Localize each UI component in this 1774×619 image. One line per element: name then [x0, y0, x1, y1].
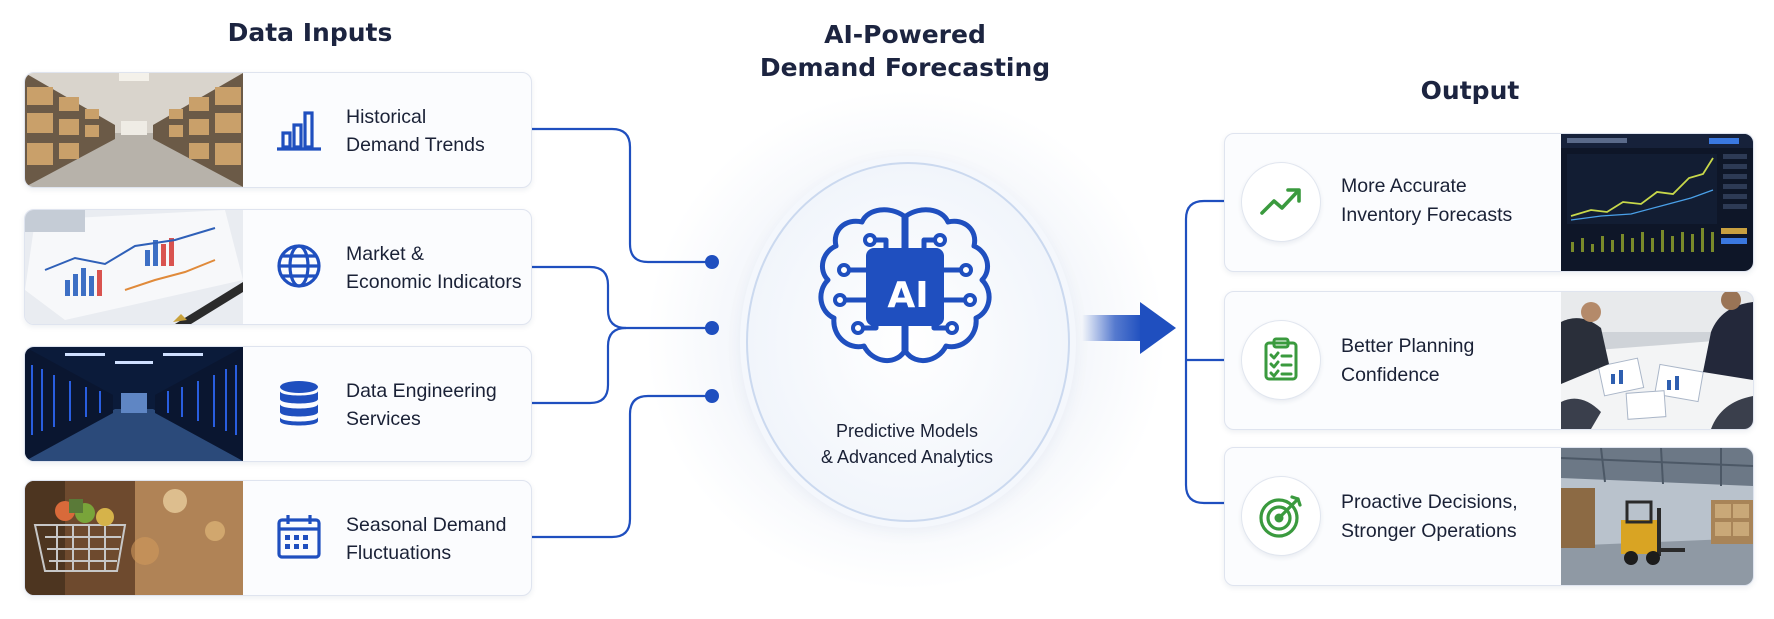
brain-circuit-icon	[818, 207, 992, 363]
input-label-market-indicators: Market & Economic Indicators	[346, 240, 531, 296]
warehouse-forklift-photo	[1561, 448, 1753, 585]
output-label-line1: Better Planning	[1341, 335, 1475, 357]
input-label-seasonal-demand: Seasonal Demand Fluctuations	[346, 511, 526, 567]
output-icon-circle	[1241, 162, 1321, 242]
forecast-dashboard-photo	[1561, 134, 1753, 271]
warehouse-aisle-photo	[25, 73, 243, 187]
input-card-data-engineering: Data Engineering Services	[24, 346, 532, 462]
business-meeting-photo	[1561, 292, 1753, 429]
center-caption: Predictive Models & Advanced Analytics	[776, 418, 1038, 470]
output-label-accurate-forecasts: More Accurate Inventory Forecasts	[1341, 172, 1541, 230]
input-card-market-indicators: Market & Economic Indicators	[24, 209, 532, 325]
center-caption-line1: Predictive Models	[835, 421, 979, 441]
output-card-planning-confidence: Better Planning Confidence	[1224, 291, 1754, 430]
data-inputs-heading: Data Inputs	[227, 18, 393, 47]
target-icon	[1259, 495, 1302, 538]
output-icon-circle	[1241, 476, 1321, 556]
input-label-data-engineering: Data Engineering Services	[346, 377, 526, 433]
input-card-seasonal-demand: Seasonal Demand Fluctuations	[24, 480, 532, 596]
connector-dot-1	[705, 255, 719, 269]
connector-line-3	[530, 326, 627, 405]
shopping-cart-photo	[25, 481, 243, 595]
input-label-line2: Services	[346, 408, 421, 430]
input-label-line1: Market &	[346, 243, 425, 265]
input-label-line2: Demand Trends	[346, 134, 485, 156]
connector-line-4	[530, 394, 712, 539]
connector-dot-2	[705, 321, 719, 335]
input-card-historical-demand: Historical Demand Trends	[24, 72, 532, 188]
trend-up-icon	[1260, 188, 1301, 215]
center-caption-line2: & Advanced Analytics	[820, 447, 994, 467]
output-label-line2: Inventory Forecasts	[1341, 204, 1513, 226]
input-label-line2: Economic Indicators	[346, 271, 522, 293]
output-card-accurate-forecasts: More Accurate Inventory Forecasts	[1224, 133, 1754, 272]
connector-line-1	[530, 127, 712, 264]
calendar-icon	[277, 515, 321, 559]
output-heading: Output	[1420, 76, 1520, 105]
input-label-historical-demand: Historical Demand Trends	[346, 103, 526, 159]
input-label-line2: Fluctuations	[346, 542, 452, 564]
input-label-line1: Data Engineering	[346, 380, 497, 402]
server-room-photo	[25, 347, 243, 461]
output-card-proactive-decisions: Proactive Decisions, Stronger Operations	[1224, 447, 1754, 586]
output-label-line2: Confidence	[1341, 364, 1440, 386]
output-label-line1: Proactive Decisions,	[1341, 491, 1518, 513]
database-icon	[280, 381, 318, 426]
output-label-line1: More Accurate	[1341, 175, 1467, 197]
ai-chip-icon	[866, 248, 944, 326]
output-label-line2: Stronger Operations	[1341, 520, 1517, 542]
connector-dot-3	[705, 389, 719, 403]
output-icon-circle	[1241, 320, 1321, 400]
input-label-line1: Historical	[346, 106, 427, 128]
bar-chart-icon	[277, 111, 321, 151]
center-heading-line2: Demand Forecasting	[759, 53, 1051, 82]
output-label-planning-confidence: Better Planning Confidence	[1341, 332, 1541, 390]
flow-arrow	[1082, 302, 1176, 354]
clipboard-checklist-icon	[1264, 337, 1298, 381]
center-heading-line1: AI-Powered	[824, 20, 986, 49]
connector-line-2	[530, 265, 712, 330]
center-heading: AI-Powered Demand Forecasting	[740, 18, 1070, 84]
financial-charts-photo	[25, 210, 243, 324]
output-bracket	[1184, 199, 1224, 505]
ai-badge-label: AI	[887, 275, 929, 316]
output-label-proactive-decisions: Proactive Decisions, Stronger Operations	[1341, 488, 1541, 546]
input-label-line1: Seasonal Demand	[346, 514, 507, 536]
globe-icon	[277, 244, 321, 288]
